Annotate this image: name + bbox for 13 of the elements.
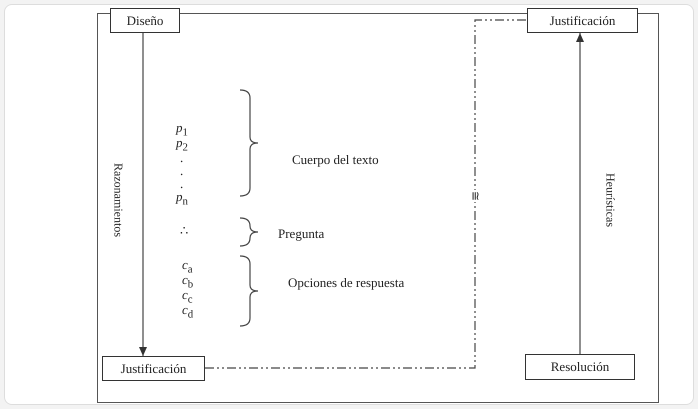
process-box: Justificación [527, 8, 638, 33]
arrow [576, 33, 584, 354]
label: Cuerpo del texto [292, 152, 379, 168]
process-box: Resolución [525, 354, 635, 380]
dot: . [180, 176, 184, 192]
math-symbol: ∴ [180, 223, 188, 239]
process-box: Justificación [102, 356, 205, 381]
process-box: Diseño [110, 8, 180, 33]
math-symbol: p$_{n}$ [176, 189, 188, 208]
dot: . [180, 163, 184, 179]
arrow [139, 33, 147, 356]
label: Pregunta [278, 226, 324, 242]
label: Opciones de respuesta [288, 275, 404, 291]
